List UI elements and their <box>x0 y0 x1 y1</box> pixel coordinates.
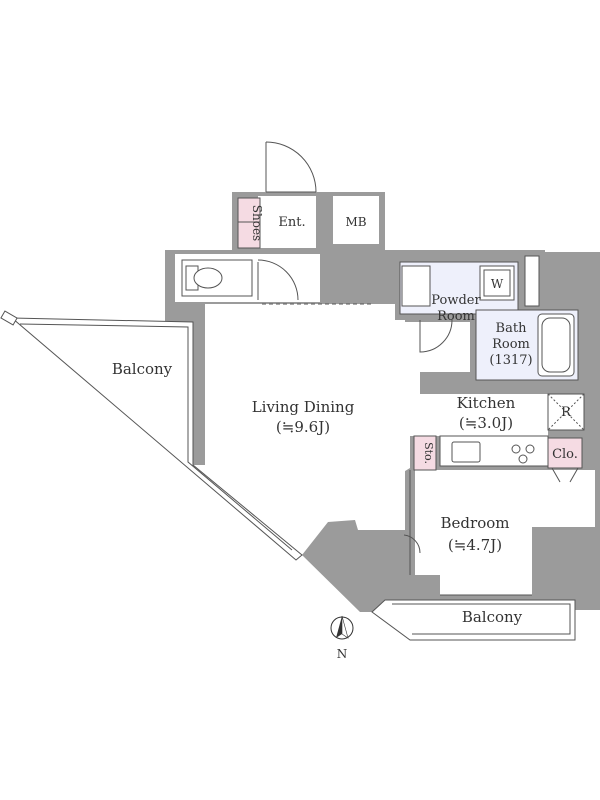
kitchen-label-1: Kitchen <box>457 394 516 412</box>
bedroom-floor <box>415 470 595 595</box>
storage-box <box>413 435 437 471</box>
mb-floor <box>333 196 379 244</box>
washbasin <box>401 265 431 307</box>
bath-room-label-2: Room <box>492 337 530 352</box>
kitchen-counter <box>413 393 585 483</box>
bath-tub <box>537 313 575 377</box>
balcony-west-label: Balcony <box>112 360 173 378</box>
closet-label: Clo. <box>552 447 578 462</box>
kitchen-label-2: (≒3.0J) <box>459 414 513 432</box>
powder-room-label-1: Powder <box>431 293 481 308</box>
shoes-label: Shoes <box>250 205 264 241</box>
ent-floor <box>258 196 316 248</box>
balcony-west <box>0 310 303 561</box>
balcony-south-label: Balcony <box>462 608 523 626</box>
entrance-door <box>265 141 317 193</box>
balcony-south <box>371 599 576 641</box>
closet-box <box>547 437 583 469</box>
shoes-closet <box>237 197 261 249</box>
living-dining-label-1: Living Dining <box>252 398 355 416</box>
storage-label: Sto. <box>422 442 435 464</box>
toilet-fixture-icon <box>185 259 299 301</box>
washer-box <box>479 265 515 301</box>
bedroom-label-2: (≒4.7J) <box>448 536 502 554</box>
bedroom-label-1: Bedroom <box>441 514 510 532</box>
refrigerator-label: R <box>561 405 572 420</box>
washer-label: W <box>491 277 504 291</box>
labels: Shoes Ent. MB W Powder Room Bath Room (1… <box>112 205 578 626</box>
powder-room-label-2: Room <box>437 309 475 324</box>
sink <box>451 441 481 463</box>
powder-fixtures <box>401 255 575 377</box>
living-dining-label-2: (≒9.6J) <box>276 418 330 436</box>
mb-label: MB <box>345 215 366 229</box>
doors <box>262 303 532 596</box>
bath-room-label-3: (1317) <box>489 353 532 368</box>
entrance-label: Ent. <box>278 215 305 230</box>
north-label: N <box>337 647 348 661</box>
burner-1 <box>511 444 521 454</box>
living-floor <box>200 304 548 545</box>
burner-2 <box>525 444 535 454</box>
bath-room-label-1: Bath <box>496 321 528 336</box>
burner-3 <box>518 454 528 464</box>
north-arrow-icon: N <box>330 615 354 661</box>
